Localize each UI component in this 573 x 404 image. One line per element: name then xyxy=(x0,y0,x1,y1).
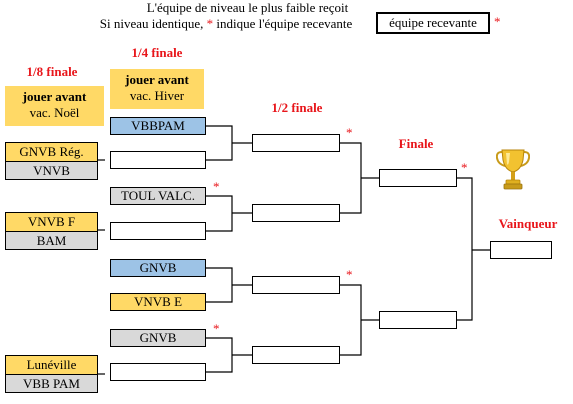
qf-star-2: * xyxy=(213,321,220,336)
sf-star-2: * xyxy=(346,267,353,282)
sf-slot-4 xyxy=(252,346,340,364)
qf-star-1: * xyxy=(213,179,220,194)
connector-qf-1 xyxy=(206,125,233,161)
legend-box: équipe recevante xyxy=(376,12,490,34)
final-star: * xyxy=(461,160,468,175)
qf-slot-6: VNVB E xyxy=(110,293,206,311)
r16-match-1: GNVB Rég. VNVB xyxy=(5,142,98,180)
r16-match-2: VNVB F BAM xyxy=(5,212,98,250)
rule-line-1: L'équipe de niveau le plus faible reçoit xyxy=(146,0,349,15)
qf-slot-8 xyxy=(110,363,206,381)
final-slot-1 xyxy=(379,169,457,187)
qf-slot-4 xyxy=(110,222,206,240)
sf-slot-3 xyxy=(252,276,340,294)
connector-final xyxy=(456,177,473,321)
connector-sf-2 xyxy=(339,284,362,356)
final-slot-2 xyxy=(379,311,457,329)
r16-match-2-home: VNVB F xyxy=(6,213,97,232)
connector-qf-2 xyxy=(206,195,233,232)
note-quarter-sub: vac. Hiver xyxy=(129,88,185,103)
sf-slot-2 xyxy=(252,204,340,222)
rule-star: * xyxy=(206,16,214,31)
connector-sf-1 xyxy=(339,142,362,214)
r16-match-1-away: VNVB xyxy=(6,162,97,179)
note-eighth: jouer avant vac. Noël xyxy=(5,86,104,126)
qf-slot-2 xyxy=(110,151,206,169)
winner-slot xyxy=(490,241,552,259)
connector-qf-3 xyxy=(206,267,233,303)
round-label-semi: 1/2 finale xyxy=(271,100,323,115)
qf-slot-1: VBBPAM xyxy=(110,117,206,135)
round-label-winner: Vainqueur xyxy=(498,216,558,231)
note-eighth-sub: vac. Noël xyxy=(29,105,80,120)
sf-star-1: * xyxy=(346,125,353,140)
round-label-quarter: 1/4 finale xyxy=(131,45,183,60)
qf-slot-5: GNVB xyxy=(110,259,206,277)
r16-match-3-home: Lunéville xyxy=(6,356,97,375)
r16-match-3-away: VBB PAM xyxy=(6,375,97,392)
r16-match-2-away: BAM xyxy=(6,232,97,249)
rule-line-2-prefix: Si niveau identique, xyxy=(99,16,207,31)
qf-slot-3: TOUL VALC. xyxy=(110,187,206,205)
r16-match-1-home: GNVB Rég. xyxy=(6,143,97,162)
rule-line-2-suffix: indique l'équipe recevante xyxy=(213,16,353,31)
r16-match-3: Lunéville VBB PAM xyxy=(5,355,98,393)
note-quarter: jouer avant vac. Hiver xyxy=(110,69,204,109)
round-label-final: Finale xyxy=(398,136,434,151)
connector-qf-4 xyxy=(206,337,233,373)
note-quarter-title: jouer avant xyxy=(125,72,189,87)
trophy-icon xyxy=(496,149,530,190)
round-label-eighth: 1/8 finale xyxy=(26,64,78,79)
rule-line-2: Si niveau identique, * indique l'équipe … xyxy=(76,16,376,32)
sf-slot-1 xyxy=(252,134,340,152)
legend-star: * xyxy=(494,14,501,29)
note-eighth-title: jouer avant xyxy=(22,89,87,104)
qf-slot-7: GNVB xyxy=(110,329,206,347)
